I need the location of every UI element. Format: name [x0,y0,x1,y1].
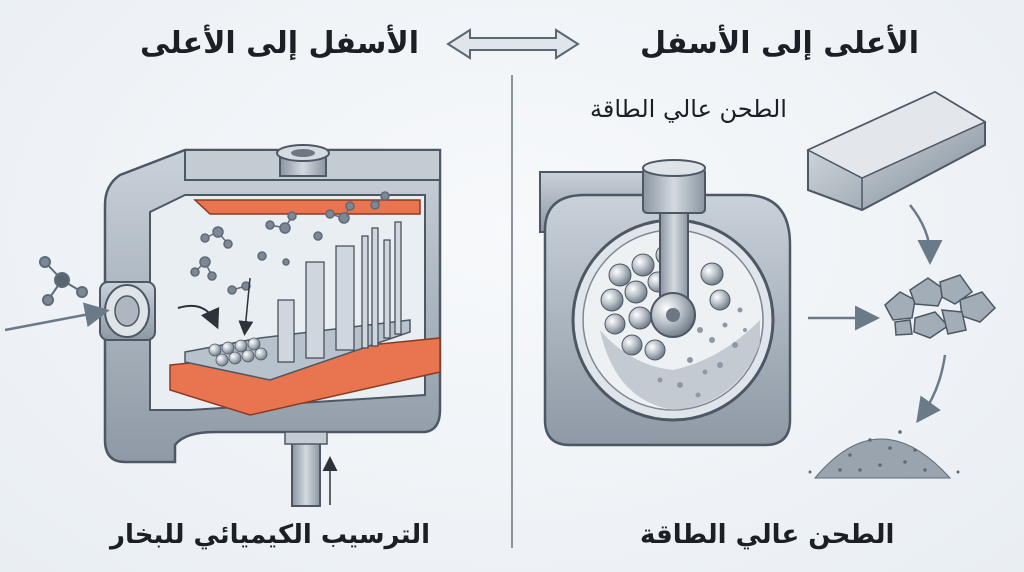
nanotube-array [277,221,402,363]
metal-ingot [806,90,987,212]
right-panel-subtitle: الطحن عالي الطاقة [590,95,787,123]
left-panel-caption: الترسيب الكيميائي للبخار [110,520,431,550]
left-panel-title: الأسفل إلى الأعلى [140,26,419,61]
milled-particles [657,307,747,398]
crushed-fragments [884,274,997,339]
gas-inlet-arrow [4,302,110,332]
precursor-molecule [39,256,88,306]
deposited-particles [208,337,268,367]
fragments-to-powder-arrow [916,354,947,424]
nano-powder-pile [808,430,960,479]
grinding-balls [600,244,731,361]
right-panel-title: الأعلى إلى الأسفل [640,26,919,61]
right-panel-caption: الطحن عالي الطاقة [640,520,895,550]
double-arrow-icon [446,28,580,60]
gas-molecules [190,191,390,295]
ingot-to-fragments-arrow [909,204,943,265]
cvd-chamber [99,144,442,507]
ball-mill [539,159,792,447]
